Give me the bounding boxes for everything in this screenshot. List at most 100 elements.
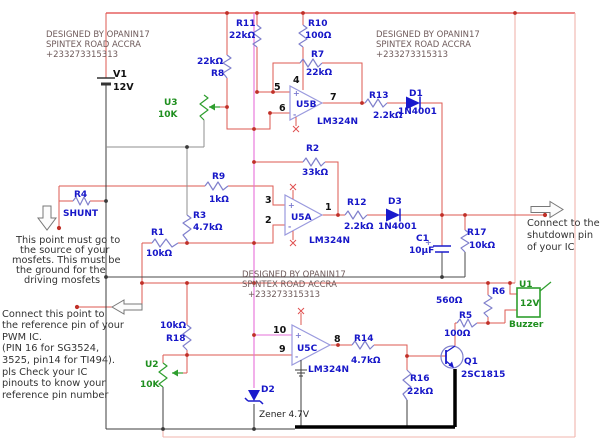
wires-ground [105,84,466,430]
resistor-r5: R5 100Ω [444,311,478,339]
transistor-value: 2SC1815 [461,370,505,380]
resistor-value: 22kΩ [229,31,256,41]
resistor-r4: R4 SHUNT [63,190,99,219]
capacitor-c1: + C1 10µF [409,234,451,256]
note-shutdown-point: Connect to the shutdown pin of your IC [527,218,600,253]
battery-ref: V1 [113,69,127,80]
plus-input-mark: + [293,89,300,98]
resistor-value: 100Ω [305,31,332,41]
resistor-ref: R3 [193,211,206,221]
plus-input-mark: + [295,331,302,340]
resistor-r9: R9 1kΩ [204,172,229,205]
note-line: Connect this point to [2,309,105,320]
credit-line: DESIGNED BY OPANIN17 [242,270,346,280]
opamp-ref: U5B [296,100,317,110]
resistor-value: 33kΩ [302,168,329,178]
resistor-value: 2.2kΩ [373,111,403,121]
potentiometer-u2: U2 10K [140,360,183,390]
design-credit-top-right: DESIGNED BY OPANIN17 SPINTEX ROAD ACCRA … [376,30,480,60]
resistor-value: 22kΩ [407,387,434,397]
resistor-ref: R10 [308,19,327,29]
resistor-r6: R6 560Ω [436,287,505,318]
opamp-ref: U5C [297,344,318,354]
opamp-part: LM324N [309,236,350,246]
unconnected-pin-x-icon [289,239,297,247]
resistor-r18: 10kΩ R18 [160,321,192,351]
note-line: the ground for the [16,265,106,276]
design-credit-middle: DESIGNED BY OPANIN17 SPINTEX ROAD ACCRA … [242,270,346,300]
resistor-r7: R7 22kΩ [299,50,333,78]
note-line: shutdown pin [527,230,593,241]
arrow-left-icon [111,299,143,315]
note-line: 3525, pin14 for TI494). [2,355,115,366]
opamp-part: LM324N [308,365,349,375]
wiper-arrow-icon [209,103,215,111]
pin-number-inv: 2 [265,215,272,226]
pin-number-out: 1 [325,202,332,213]
diode-ref: D3 [388,197,402,207]
resistor-ref: R16 [410,374,429,384]
resistor-ref: R6 [492,287,505,297]
resistor-r17: R17 10kΩ [460,228,496,253]
resistor-ref: R9 [212,172,225,182]
diode-ref: D2 [261,385,275,395]
wiper-arrow-icon [172,369,178,377]
credit-line: SPINTEX ROAD ACCRA [46,40,141,50]
note-line: of your IC [527,242,575,253]
resistor-r2: R2 33kΩ [302,144,329,178]
wire-bottom-border [162,429,575,438]
resistor-value: 10kΩ [146,249,173,259]
note-line: the reference pin of your [2,320,125,331]
resistor-ref: R18 [166,334,185,344]
plus-input-mark: + [288,201,295,210]
note-line: This point must go to [15,235,120,246]
note-reference-point: Connect this point to the reference pin … [2,309,125,401]
unconnected-pin-x-icon [292,125,300,133]
note-mosfet-point: This point must go to the source of your… [12,235,120,286]
resistor-r10: R10 100Ω [298,19,332,48]
opamp-u5c: + - U5C LM324N 10 9 8 [273,307,349,377]
resistor-ref: R5 [459,311,472,321]
resistor-ref: R17 [467,228,486,238]
diode-d1: D1 1N4001 [398,89,437,117]
opamp-u5b: + - U5B LM324N 4 5 6 7 [274,75,358,133]
resistor-value: 22kΩ [306,68,333,78]
pin-number-noninv: 10 [273,325,287,336]
battery-v1: V1 12V [97,69,134,93]
diode-d3: D3 1N4001 [378,197,417,232]
credit-line: DESIGNED BY OPANIN17 [46,30,150,40]
note-line: PWM IC. [2,332,42,343]
arrow-right-icon [530,200,564,219]
buzzer-u1: U1 12V Buzzer [509,280,552,330]
pin-number-inv: 9 [279,344,286,355]
note-line: reference pin number [2,390,109,401]
pot-value: 10K [140,380,161,390]
buzzer-kind: Buzzer [509,320,544,330]
buzzer-ref: U1 [519,280,533,290]
diode-value: 1N4001 [398,107,437,117]
resistor-r11: R11 22kΩ [229,19,262,48]
pin-number-out: 7 [330,92,337,103]
resistor-r3: R3 4.7kΩ [182,211,223,243]
credit-line: SPINTEX ROAD ACCRA [242,280,337,290]
resistor-ref: R14 [354,334,373,344]
credit-line: +233273315313 [376,50,448,60]
resistor-ref: R4 [74,190,87,200]
buzzer-lever [539,281,552,292]
note-line: Connect to the [527,218,600,229]
minus-input-mark: - [295,352,298,361]
resistor-ref: R1 [151,228,164,238]
minus-input-mark: - [288,222,291,231]
potentiometer-u3: U3 10K [158,94,220,121]
buzzer-value: 12V [520,299,540,309]
junction-dots [56,11,548,358]
resistor-value: 4.7kΩ [193,223,223,233]
resistor-ref: R7 [311,50,324,60]
opamp-ref: U5A [291,213,312,223]
unconnected-pin-x-icon [297,307,305,315]
resistor-value: 100Ω [444,329,471,339]
emitter-arrow-icon [448,361,454,368]
credit-line: +233273315313 [248,290,320,300]
